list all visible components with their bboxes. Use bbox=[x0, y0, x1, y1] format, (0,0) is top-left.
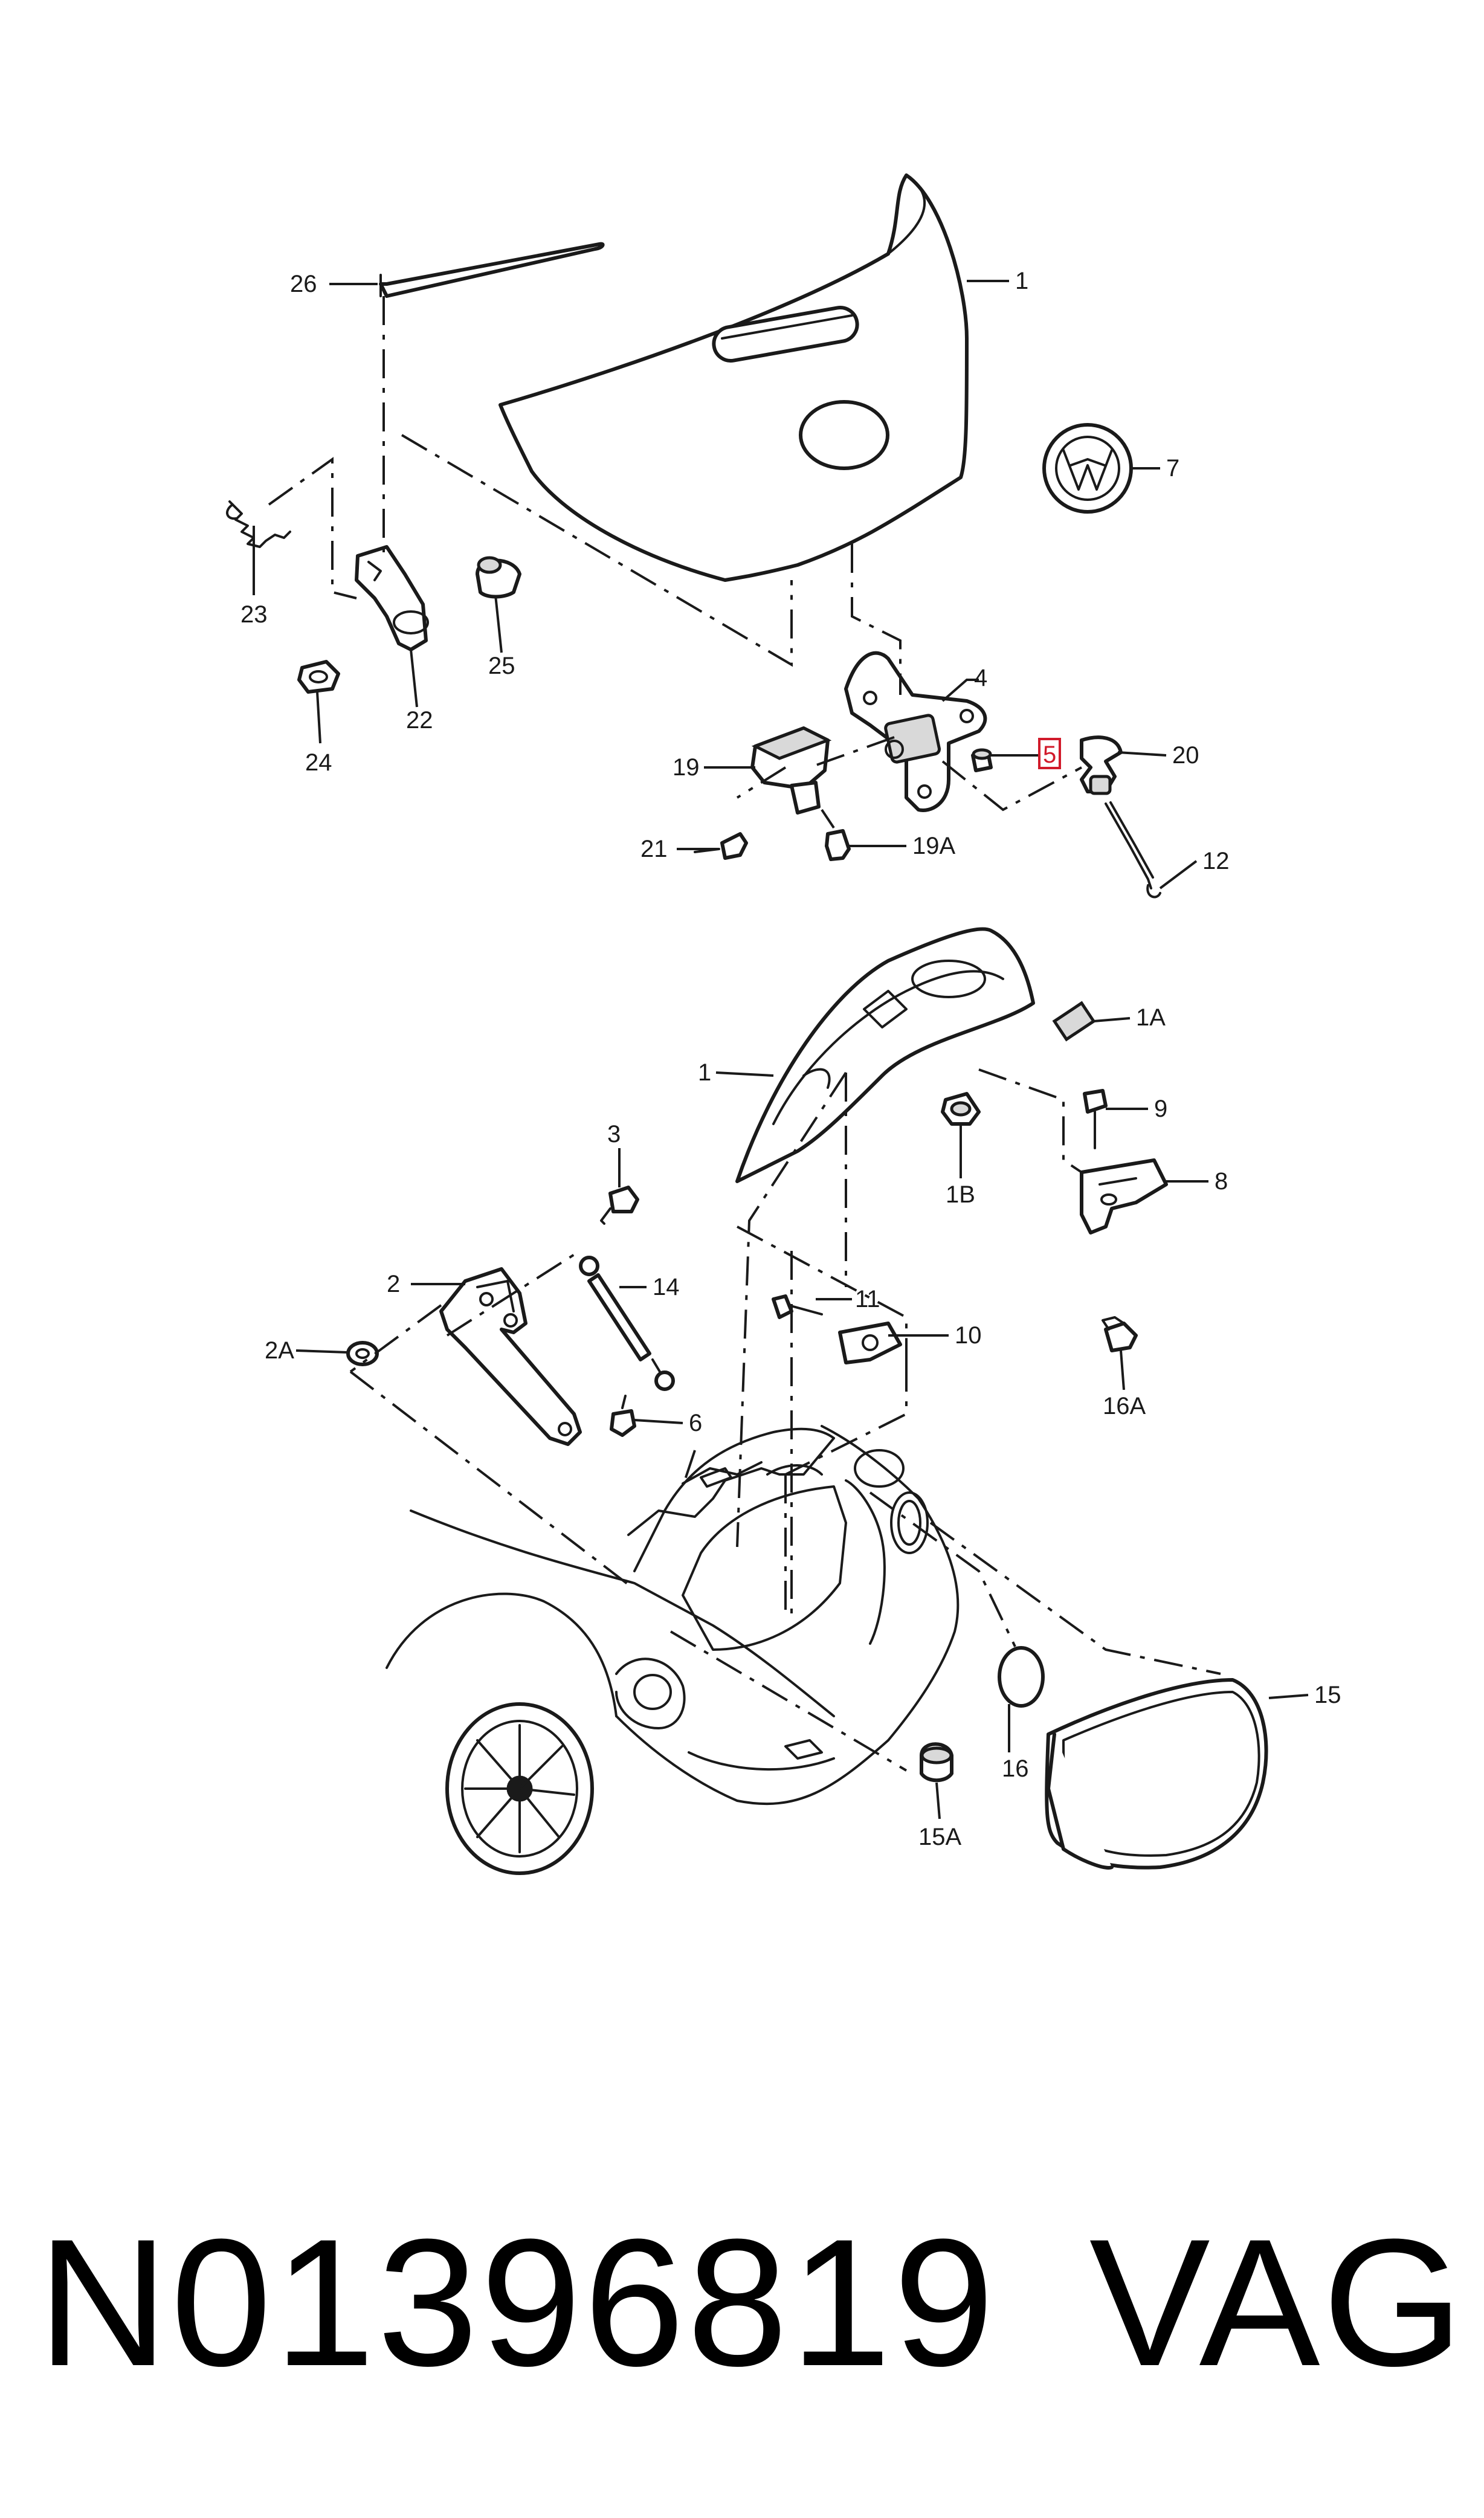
lock-actuator bbox=[750, 726, 832, 815]
callout-6: 6 bbox=[689, 1410, 702, 1436]
callout-5-highlight bbox=[1038, 738, 1061, 769]
spring bbox=[226, 500, 291, 548]
callout-labels: 1 7 26 23 22 25 24 4 5 20 12 19 21 19A 1… bbox=[240, 268, 1341, 1850]
callout-16: 16 bbox=[1002, 1755, 1029, 1782]
callout-12: 12 bbox=[1202, 848, 1230, 874]
callout-24: 24 bbox=[305, 749, 332, 776]
clip bbox=[825, 829, 851, 861]
callout-leaders bbox=[253, 280, 1309, 1819]
cap-16 bbox=[998, 1646, 1045, 1708]
callout-19: 19 bbox=[673, 754, 700, 781]
bolt-21 bbox=[694, 832, 748, 860]
screw-5 bbox=[971, 748, 993, 772]
label-sticker bbox=[1052, 1001, 1096, 1042]
assembly-lines bbox=[268, 296, 1221, 1772]
front-wheel bbox=[445, 1702, 594, 1875]
prop-rod bbox=[379, 242, 605, 298]
callout-20: 20 bbox=[1172, 742, 1199, 769]
callout-10: 10 bbox=[955, 1322, 982, 1349]
washer bbox=[346, 1341, 379, 1366]
callout-21: 21 bbox=[640, 836, 668, 862]
striker-bracket bbox=[1080, 1158, 1168, 1235]
bolt-11 bbox=[772, 1294, 823, 1319]
callout-2: 2 bbox=[387, 1271, 400, 1297]
callout-22: 22 bbox=[406, 707, 433, 734]
bolt-3 bbox=[600, 1186, 639, 1225]
vehicle-body bbox=[386, 1425, 960, 1806]
callout-15a: 15A bbox=[918, 1824, 961, 1850]
striker-plate bbox=[838, 1322, 902, 1364]
gas-strut bbox=[579, 1256, 675, 1391]
callout-26: 26 bbox=[290, 271, 317, 297]
part-number: N01396819 bbox=[37, 2201, 997, 2404]
lock-carrier-plate bbox=[844, 651, 987, 812]
callout-14: 14 bbox=[653, 1274, 680, 1300]
brand-name: VAG bbox=[1089, 2201, 1466, 2404]
callout-23: 23 bbox=[240, 601, 268, 628]
bump-stop bbox=[476, 556, 521, 599]
hood-inner-panel bbox=[735, 927, 1035, 1183]
callout-7: 7 bbox=[1166, 455, 1179, 482]
callout-1-inner: 1 bbox=[698, 1059, 711, 1086]
callout-15: 15 bbox=[1314, 1682, 1341, 1708]
callout-1a: 1A bbox=[1136, 1004, 1166, 1031]
callout-4: 4 bbox=[974, 665, 987, 691]
hood-outer-panel bbox=[498, 173, 969, 582]
plug-16a bbox=[1102, 1316, 1138, 1352]
callout-2a: 2A bbox=[265, 1337, 294, 1364]
hood-seal bbox=[1045, 1678, 1268, 1870]
callout-1b: 1B bbox=[946, 1181, 975, 1208]
ball-stud bbox=[610, 1395, 636, 1437]
callout-9: 9 bbox=[1154, 1096, 1167, 1122]
callout-1-hood: 1 bbox=[1015, 268, 1028, 294]
callout-5: 5 bbox=[1043, 741, 1056, 768]
release-lever bbox=[1080, 735, 1123, 795]
plug-15a bbox=[920, 1742, 953, 1783]
vw-emblem bbox=[1042, 423, 1133, 514]
callout-8: 8 bbox=[1215, 1168, 1228, 1195]
nut bbox=[297, 660, 340, 694]
callout-25: 25 bbox=[488, 653, 515, 679]
hood-hinge-bracket bbox=[355, 545, 429, 651]
stop-buffer bbox=[941, 1092, 981, 1126]
callout-19a: 19A bbox=[912, 833, 955, 859]
callout-16a: 16A bbox=[1103, 1393, 1146, 1419]
callout-11: 11 bbox=[855, 1286, 880, 1312]
callout-3: 3 bbox=[607, 1121, 621, 1148]
release-cable bbox=[1105, 801, 1161, 899]
bolt-9 bbox=[1083, 1089, 1108, 1149]
hood-hinge bbox=[439, 1267, 582, 1446]
